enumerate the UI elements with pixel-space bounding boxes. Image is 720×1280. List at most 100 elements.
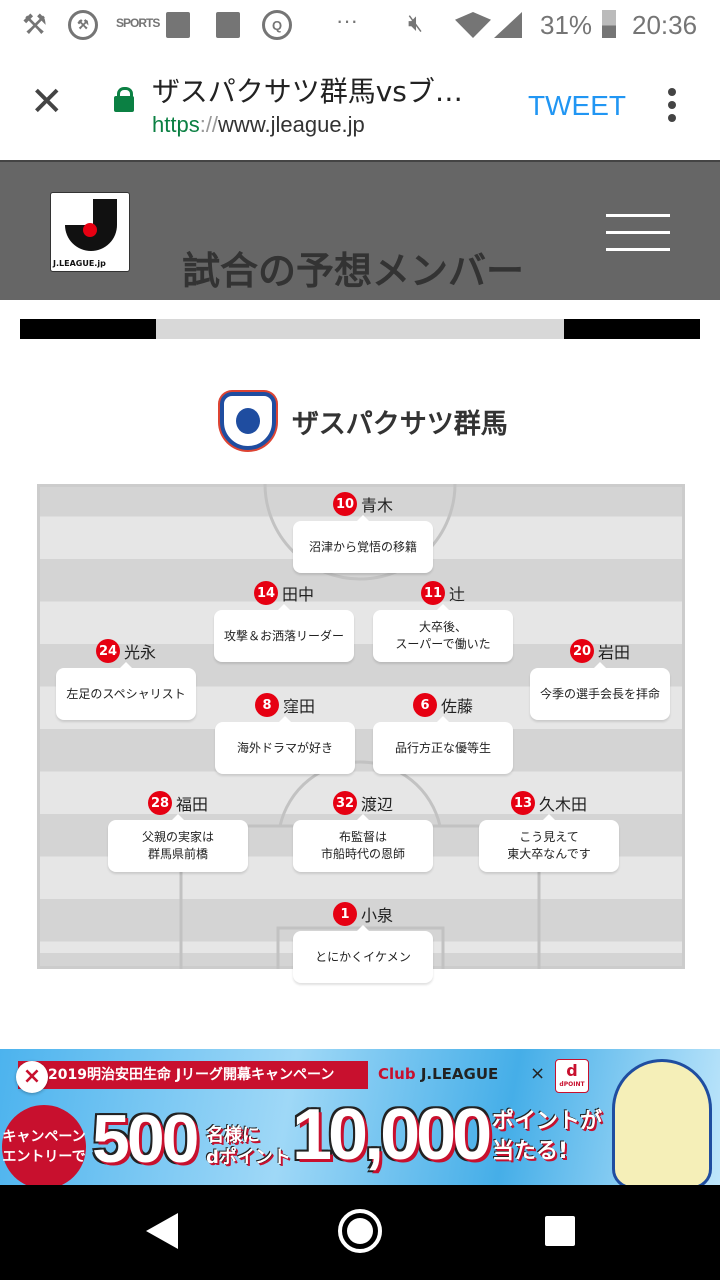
ad-points-suffix: ポイントが 当たる!	[492, 1109, 603, 1164]
android-nav-bar	[0, 1185, 720, 1280]
more-options-icon[interactable]	[668, 88, 678, 127]
url-scheme: https	[152, 112, 200, 137]
url-separator: ://	[199, 112, 219, 137]
site-header: J.LEAGUE.jp 試合の予想メンバー	[0, 160, 720, 300]
logo-text: J.LEAGUE.jp	[53, 259, 106, 268]
player-comment: 左足のスペシャリスト	[56, 662, 196, 720]
player-comment: 沼津から覚悟の移籍	[293, 515, 433, 573]
player-name: 光永	[124, 643, 157, 662]
folder-icon	[166, 12, 190, 38]
ad-entry-badge: キャンペーン エントリーで	[2, 1105, 86, 1185]
mute-icon: 🔇︎	[408, 10, 424, 37]
lock-icon[interactable]	[114, 87, 134, 112]
player-name: 辻	[449, 585, 466, 604]
home-icon[interactable]	[338, 1209, 382, 1253]
player-comment: 父親の実家は 群馬県前橋	[108, 814, 248, 872]
club-brand: Club	[378, 1065, 416, 1083]
cleaner-circle-icon: ⚒	[68, 10, 98, 40]
player-number: 6	[412, 693, 437, 717]
player-number: 13	[510, 791, 536, 815]
folder-icon	[216, 12, 240, 38]
close-icon[interactable]: ✕	[30, 79, 64, 125]
player-name: 福田	[176, 795, 209, 814]
club-jleague-brand: Club J.LEAGUE	[378, 1065, 498, 1083]
url-host: www.jleague.jp	[218, 112, 365, 137]
club-heading: ザスパクサツ群馬	[220, 392, 508, 450]
player-number: 10	[332, 492, 358, 516]
browser-toolbar: ✕ ザスパクサツ群馬vsブ… https://www.jleague.jp TW…	[0, 52, 720, 160]
battery-icon	[602, 10, 616, 38]
player-number: 1	[332, 902, 357, 926]
player-number: 24	[95, 639, 121, 663]
cleaner-icon: ⚒	[22, 9, 48, 40]
ad-ribbon: 2019明治安田生命 Jリーグ開幕キャンペーン	[18, 1061, 368, 1089]
player-name: 小泉	[360, 906, 393, 925]
player-name: 渡辺	[361, 795, 394, 814]
ad-points: 10,000	[292, 1095, 492, 1175]
recent-apps-icon[interactable]	[545, 1216, 575, 1246]
player-number: 20	[569, 639, 595, 663]
club-crest-icon	[220, 392, 276, 450]
dpoint-letter: d	[566, 1061, 578, 1080]
player-comment: 大卒後、 スーパーで働いた	[373, 604, 513, 662]
player-name: 佐藤	[440, 697, 473, 716]
player-number: 14	[253, 581, 279, 605]
hamburger-menu-icon[interactable]	[606, 214, 670, 265]
campaign-banner-ad[interactable]: 2019明治安田生命 Jリーグ開幕キャンペーン × Club J.LEAGUE …	[0, 1049, 720, 1185]
player-number: 32	[332, 791, 358, 815]
player-name: 青木	[361, 496, 394, 515]
signal-icon	[494, 12, 522, 38]
page-title: ザスパクサツ群馬vsブ…	[152, 75, 463, 108]
player-comment: 品行方正な優等生	[373, 716, 513, 774]
ad-winners: 500	[92, 1101, 199, 1177]
url-display[interactable]: https://www.jleague.jp	[152, 112, 365, 138]
tweet-button[interactable]: TWEET	[528, 90, 626, 121]
dpoint-label: dPOINT	[559, 1081, 585, 1088]
ad-winners-suffix: 名様に dポイント	[206, 1125, 291, 1168]
team-tab-bar	[20, 319, 700, 339]
jleague-logo[interactable]: J.LEAGUE.jp	[50, 192, 130, 272]
player-name: 窪田	[282, 697, 315, 716]
back-icon[interactable]	[146, 1213, 178, 1249]
player-number: 28	[147, 791, 173, 815]
player-name: 久木田	[539, 795, 588, 814]
player-comment: 今季の選手会長を拝命	[530, 662, 670, 720]
player-comment: こう見えて 東大卒なんです	[479, 814, 619, 872]
battery-percent: 31%	[540, 10, 593, 40]
club-name: ザスパクサツ群馬	[292, 408, 508, 440]
wifi-icon	[455, 12, 491, 38]
ad-close-button[interactable]: ×	[16, 1061, 48, 1093]
player-number: 8	[254, 693, 279, 717]
player-comment: 布監督は 市船時代の恩師	[293, 814, 433, 872]
player-comment: 海外ドラマが好き	[215, 716, 355, 774]
status-bar: ⚒ ⚒ SPORTS Q ··· 🔇︎ 31% 20:36	[0, 0, 720, 52]
tab-away[interactable]	[564, 319, 700, 339]
player-comment: とにかくイケメン	[293, 925, 433, 983]
search-app-icon: Q	[262, 10, 292, 40]
tab-home[interactable]	[20, 319, 156, 339]
player-name: 岩田	[598, 643, 631, 662]
sports-app-icon: SPORTS	[116, 16, 160, 30]
club-league: J.LEAGUE	[420, 1065, 499, 1083]
page-heading: 試合の予想メンバー	[182, 249, 525, 293]
more-notifications: ···	[336, 8, 358, 33]
ad-cross: ×	[530, 1063, 546, 1084]
player-comment: 攻撃＆お洒落リーダー	[214, 604, 354, 662]
player-number: 11	[420, 581, 446, 605]
clock: 20:36	[632, 10, 698, 40]
mascot-image	[612, 1059, 712, 1185]
player-name: 田中	[282, 585, 315, 604]
